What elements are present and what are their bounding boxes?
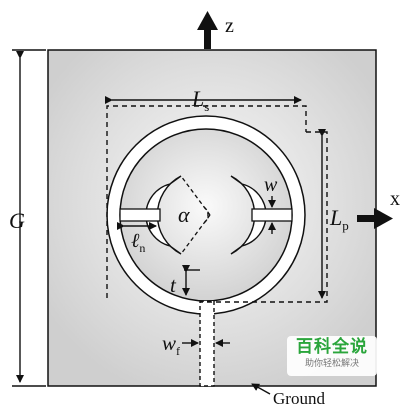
dimension-arrows xyxy=(12,49,326,395)
watermark-subtitle: 助你轻松解决 xyxy=(304,359,359,369)
slot-outline xyxy=(106,105,307,298)
x-axis-label: x xyxy=(390,188,400,210)
patch-length-label: Lp xyxy=(329,205,349,233)
right-arc-stub xyxy=(230,175,293,255)
z-axis-label: z xyxy=(225,15,234,37)
watermark: 百科全说 助你轻松解决 xyxy=(287,336,377,376)
gap-label: t xyxy=(170,273,177,297)
ring-width-label: w xyxy=(264,174,278,196)
feed-line xyxy=(199,300,215,387)
ground-size-label: G xyxy=(9,208,25,233)
watermark-title: 百科全说 xyxy=(296,337,368,357)
feed-width-label: wf xyxy=(162,331,180,358)
slot-length-label: Ls xyxy=(191,86,209,114)
angle-lines xyxy=(180,175,211,255)
left-arc-stub xyxy=(119,175,182,255)
ring-resonator xyxy=(106,115,306,315)
axis-arrows xyxy=(197,11,393,229)
patch-outline xyxy=(200,131,328,303)
angle-label: α xyxy=(178,202,190,227)
stub-length-label: ℓn xyxy=(131,230,145,255)
ground-label: Ground xyxy=(273,389,325,407)
